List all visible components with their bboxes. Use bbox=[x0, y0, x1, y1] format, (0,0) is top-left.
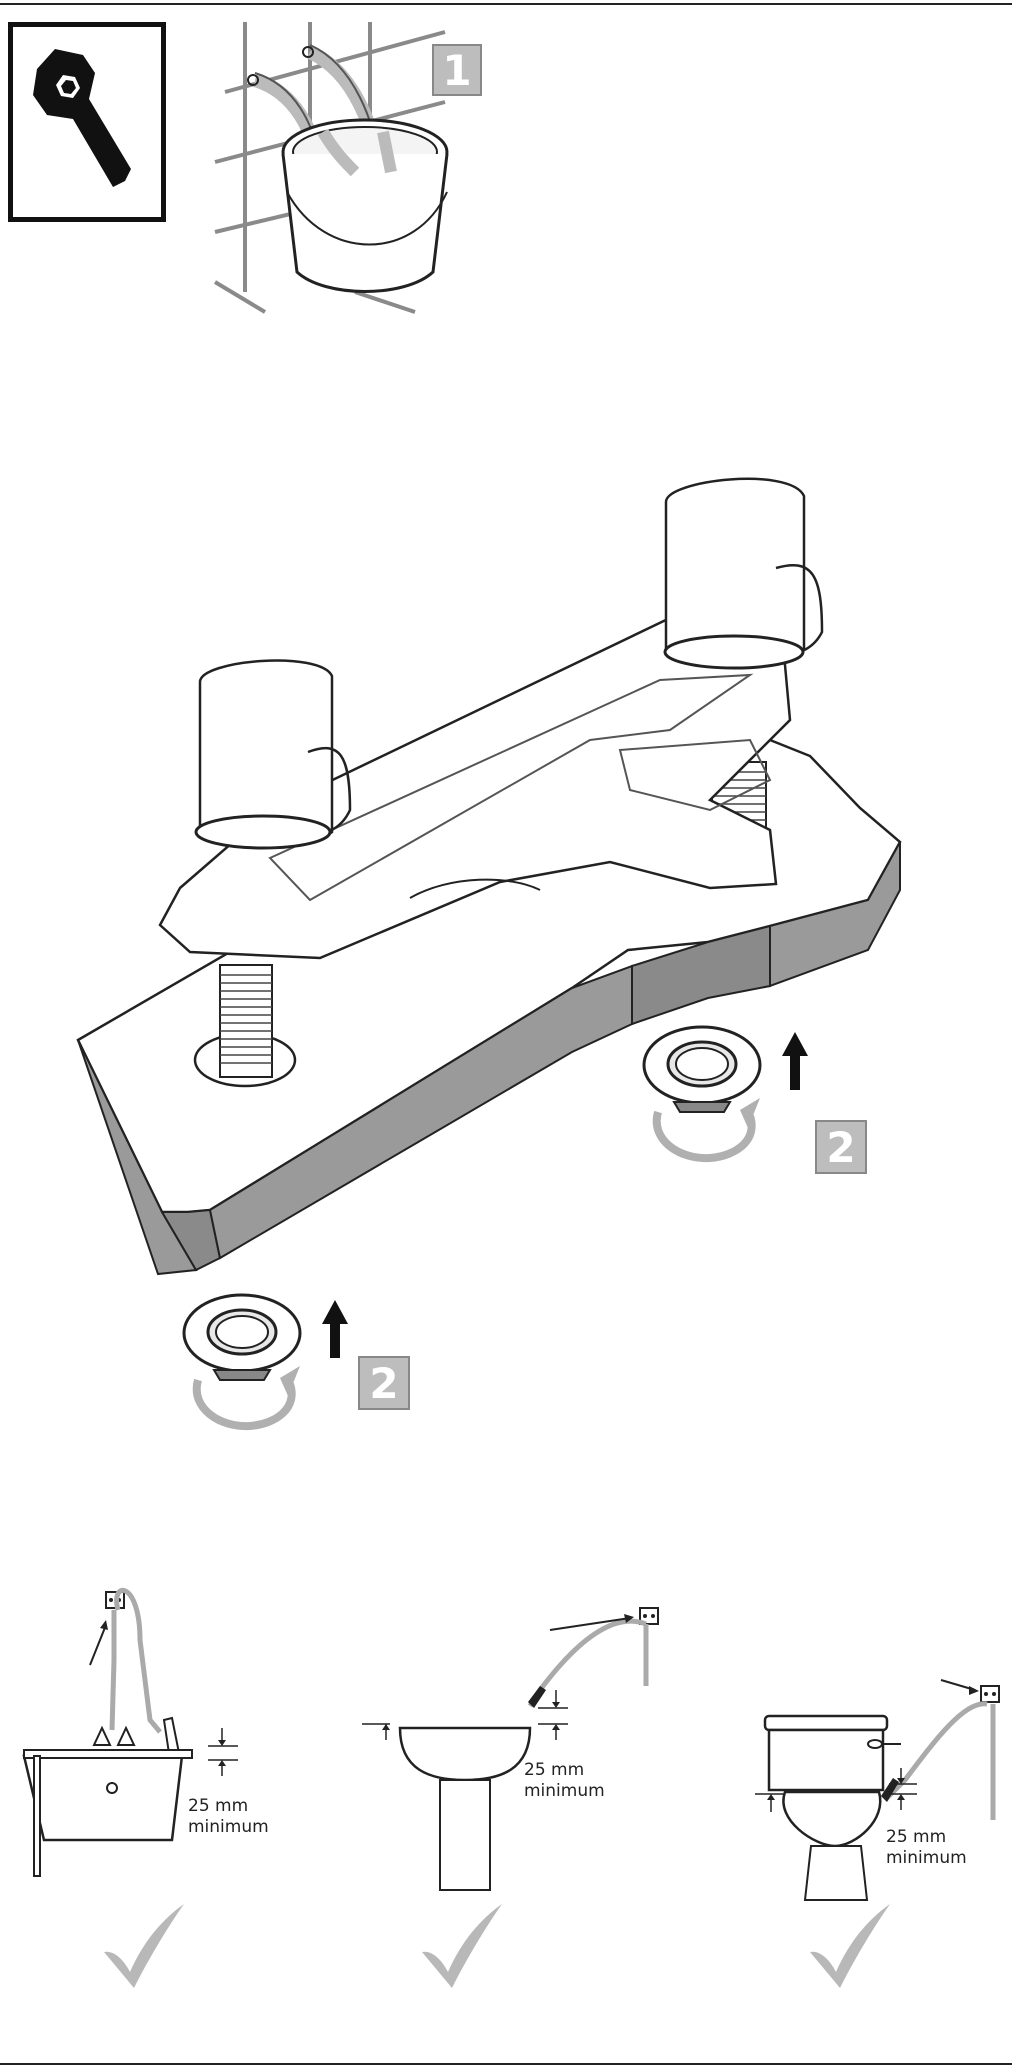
backnut-icon bbox=[182, 1293, 348, 1431]
check-mark-icon bbox=[810, 1904, 890, 1988]
bath-clearance-icon bbox=[22, 1587, 238, 1877]
bucket-icon bbox=[213, 22, 449, 314]
check-mark-icon bbox=[422, 1904, 502, 1988]
tool-box bbox=[8, 22, 166, 222]
step-2-badge-left: 2 bbox=[358, 1356, 410, 1410]
basin-tap-icon bbox=[76, 477, 902, 1276]
step-2-badge-right: 2 bbox=[815, 1120, 867, 1174]
backnut-icon bbox=[642, 1025, 808, 1163]
toilet-clearance-caption: 25 mm minimum bbox=[886, 1827, 967, 1868]
basin-clearance-caption: 25 mm minimum bbox=[524, 1760, 605, 1801]
bottom-rule bbox=[0, 2063, 1012, 2065]
top-rule bbox=[0, 3, 1012, 5]
basin-clearance-icon bbox=[362, 1607, 659, 1891]
check-mark-icon bbox=[104, 1904, 184, 1988]
spanner-icon bbox=[33, 49, 131, 187]
step-1-badge: 1 bbox=[432, 44, 482, 96]
toilet-clearance-icon bbox=[755, 1679, 1000, 1901]
bath-clearance-caption: 25 mm minimum bbox=[188, 1796, 269, 1837]
